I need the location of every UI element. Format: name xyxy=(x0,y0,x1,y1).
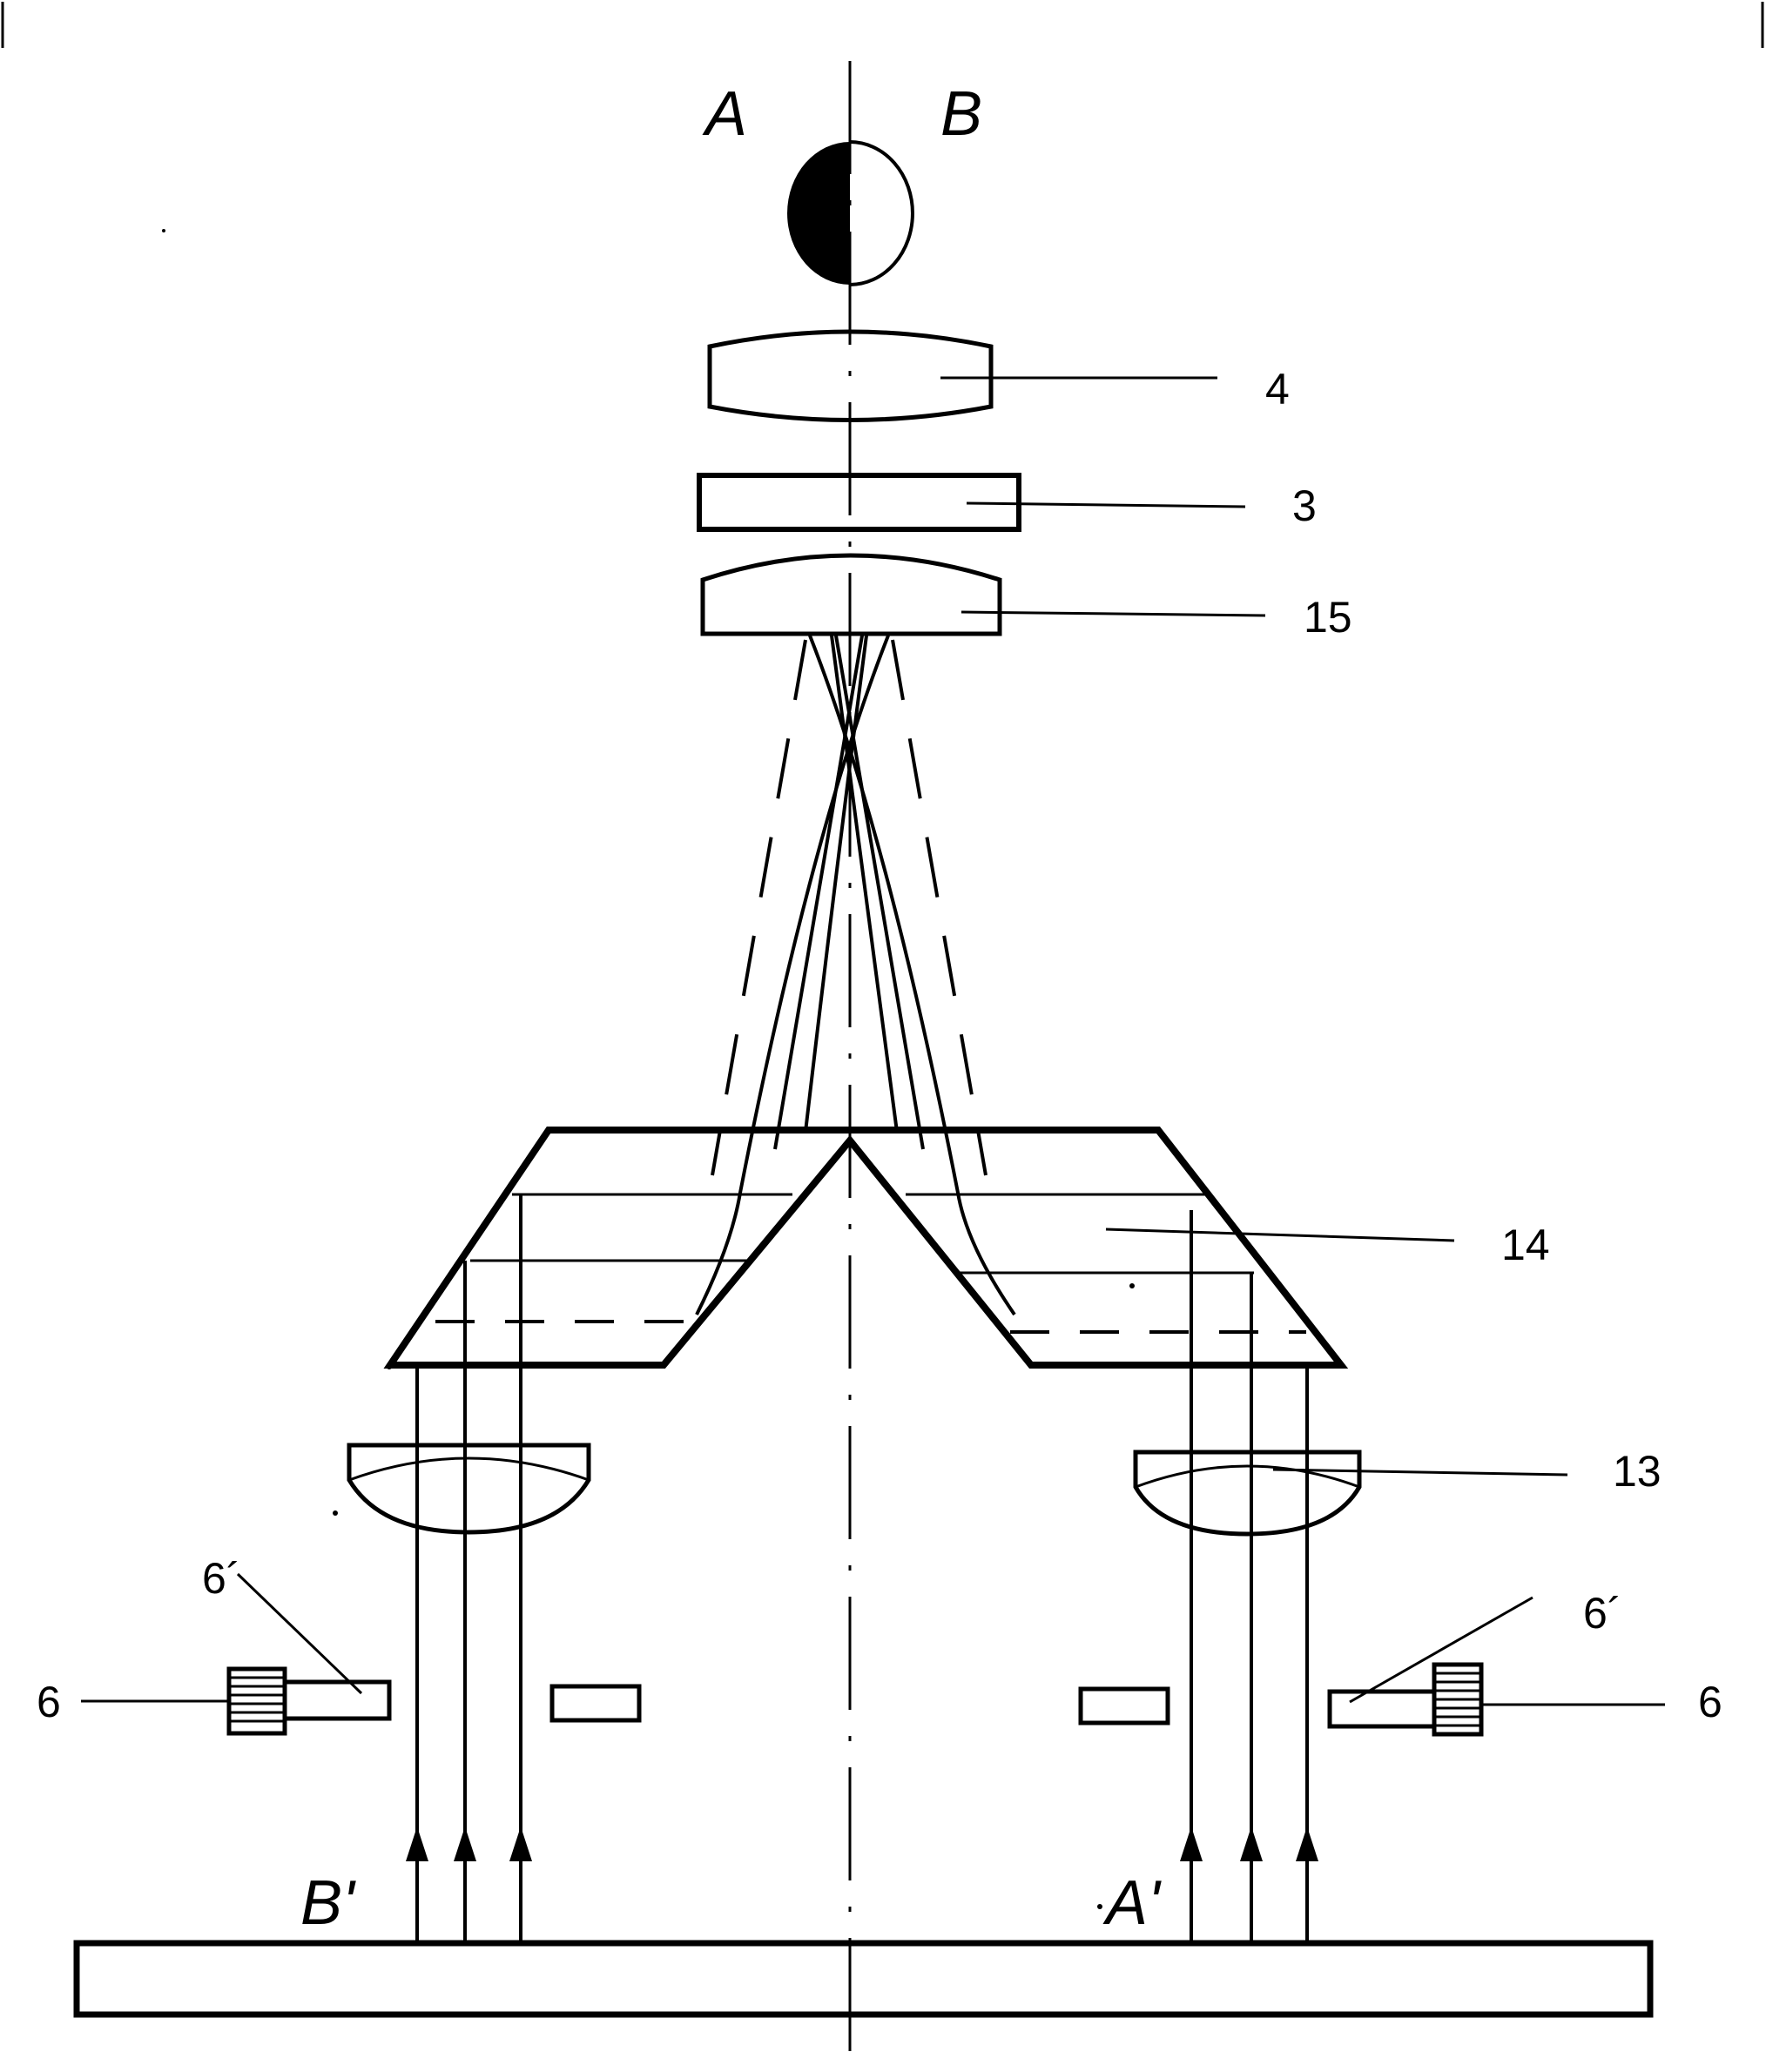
leader-13 xyxy=(1272,1468,1568,1477)
leader-15 xyxy=(961,610,1266,617)
ray-bundle-converging xyxy=(695,635,1016,1316)
plate-3 xyxy=(697,473,1021,532)
label-13: 13 xyxy=(1613,1447,1662,1496)
lens-13-right-inner xyxy=(1135,1464,1360,1489)
label-6prime-left: 6´ xyxy=(202,1554,240,1603)
scan-speckles xyxy=(162,229,1135,1909)
label-6prime-right: 6´ xyxy=(1583,1589,1621,1638)
ray-bundle-dashed xyxy=(711,639,987,1176)
split-field-indicator xyxy=(787,140,914,286)
leader-3 xyxy=(966,501,1246,508)
lens-15 xyxy=(700,553,1002,636)
leader-6prime-right xyxy=(1349,1596,1533,1704)
lens-13-left xyxy=(347,1443,591,1535)
label-source-b-prime: B' xyxy=(300,1868,356,1938)
prism-14 xyxy=(383,1127,1349,1369)
leader-14 xyxy=(1105,1228,1455,1242)
aperture-left-inner xyxy=(549,1684,642,1723)
label-6-left: 6 xyxy=(37,1678,61,1726)
label-15: 15 xyxy=(1304,593,1352,642)
lens-13-left-inner xyxy=(348,1456,590,1482)
shutter-6prime-left xyxy=(282,1679,392,1721)
base-plate xyxy=(73,1940,1654,2018)
knob-left xyxy=(226,1666,287,1736)
label-view-b: B xyxy=(940,79,982,149)
label-source-a-prime: A' xyxy=(1102,1868,1162,1938)
leader-6prime-left xyxy=(236,1572,363,1695)
label-4: 4 xyxy=(1265,365,1290,414)
ray-arrowheads xyxy=(406,1826,1318,1861)
prism-internal-dashed xyxy=(435,1320,1306,1334)
knob-right xyxy=(1432,1662,1484,1737)
aperture-right-inner xyxy=(1078,1686,1170,1726)
label-3: 3 xyxy=(1292,481,1317,530)
label-view-a: A xyxy=(702,79,747,149)
lens-4 xyxy=(707,329,994,422)
lens-13-right xyxy=(1133,1450,1362,1537)
prism-internal-rays xyxy=(470,1193,1254,1275)
label-6-right: 6 xyxy=(1698,1678,1722,1726)
label-14: 14 xyxy=(1501,1221,1550,1269)
shutter-6prime-right xyxy=(1327,1689,1437,1729)
